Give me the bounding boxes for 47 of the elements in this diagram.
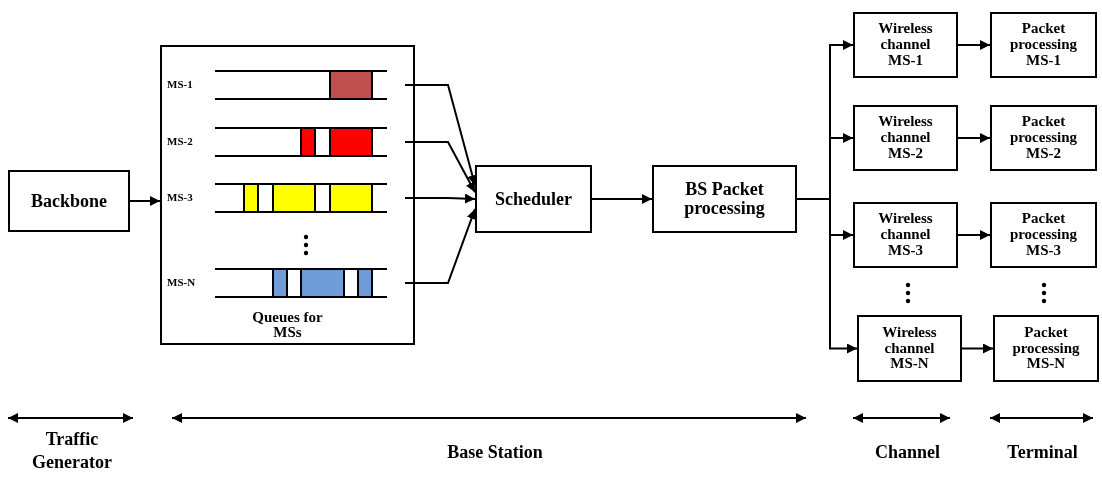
queue-label: MS-3	[167, 191, 194, 203]
node-text: Wireless channel MS-2	[877, 114, 934, 162]
arrow	[957, 230, 991, 240]
queue-bar	[215, 127, 387, 157]
arrow	[796, 198, 858, 354]
node-text: Packet processing MS-1	[1008, 21, 1079, 69]
arrow	[961, 343, 994, 354]
node-text: Packet processing MS-2	[1008, 114, 1079, 162]
section-label: Traffic Generator	[31, 428, 113, 475]
node-text: Wireless channel MS-N	[881, 324, 938, 373]
queue-bar	[215, 268, 387, 298]
section-label: Terminal	[1006, 441, 1079, 464]
arrow	[404, 193, 476, 204]
node-text: Packet processing MS-3	[1008, 211, 1079, 259]
arrow	[129, 196, 161, 206]
process-box	[857, 315, 962, 382]
process-box	[993, 315, 1099, 382]
arrow	[404, 84, 478, 187]
node-text: Queues for MSs	[251, 309, 324, 341]
process-box	[853, 12, 958, 78]
arrow	[957, 40, 991, 50]
queue-bar	[215, 183, 387, 213]
process-box	[652, 165, 797, 233]
node-text: BS Packet processing	[683, 180, 766, 218]
queue-label: MS-2	[167, 135, 194, 147]
process-box	[990, 12, 1097, 78]
section-label: Channel	[874, 441, 941, 464]
queue-bar	[215, 70, 387, 100]
process-box	[990, 202, 1097, 268]
process-box	[475, 165, 592, 233]
process-box	[8, 170, 130, 232]
section-label: Base Station	[446, 441, 544, 464]
node-text: Scheduler	[495, 189, 572, 209]
process-box	[990, 105, 1097, 171]
base-station-box	[160, 45, 415, 345]
queue-label: MS-1	[167, 78, 194, 90]
node-text: Packet processing MS-N	[1011, 324, 1081, 373]
queue-label: MS-N	[167, 276, 197, 288]
node-text: Wireless channel MS-3	[877, 211, 934, 259]
arrow	[591, 194, 653, 204]
node-text: Backbone	[31, 191, 107, 211]
node-text: Wireless channel MS-1	[877, 21, 934, 69]
arrow	[957, 133, 991, 143]
arrow	[404, 141, 476, 194]
process-box	[853, 202, 958, 268]
process-box	[853, 105, 958, 171]
arrow	[404, 208, 477, 284]
